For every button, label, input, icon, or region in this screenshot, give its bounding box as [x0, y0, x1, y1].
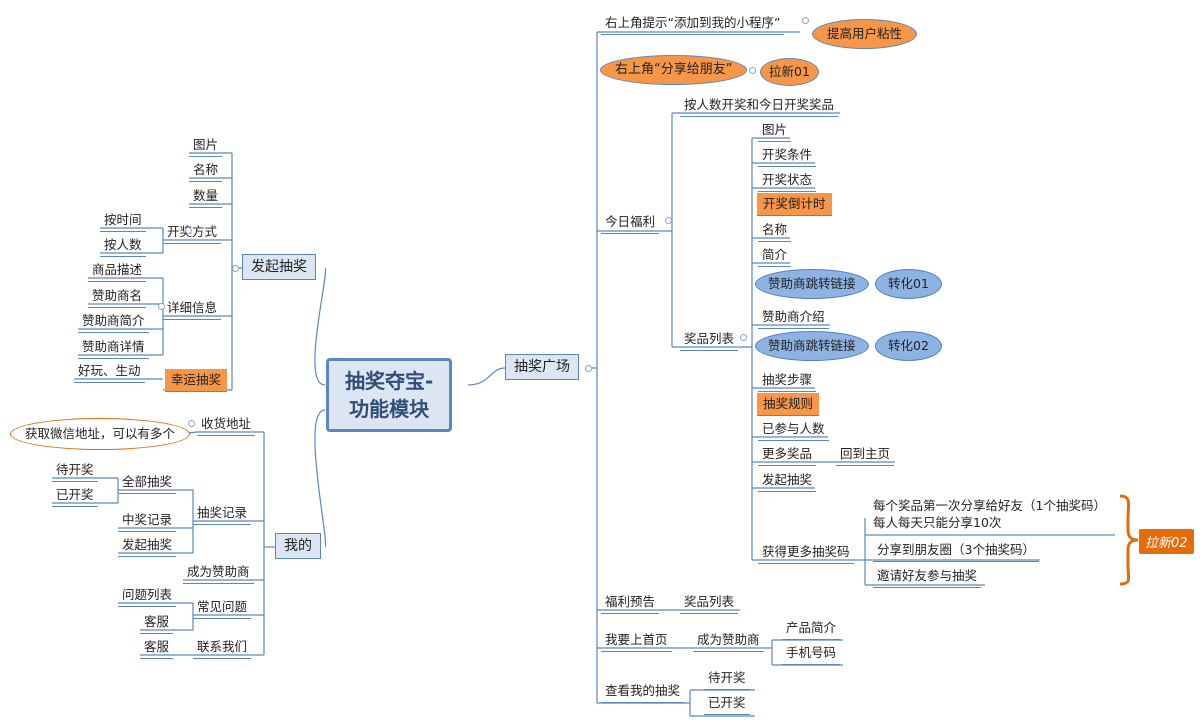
node-more-codes[interactable]: 获得更多抽奖码: [758, 542, 854, 564]
node-details[interactable]: 详细信息: [163, 298, 222, 320]
node-convert-01[interactable]: 转化01: [875, 269, 942, 299]
node-item-status[interactable]: 开奖状态: [758, 170, 817, 192]
collapse-dot[interactable]: [802, 17, 809, 24]
node-question-list[interactable]: 问题列表: [118, 585, 177, 607]
node-sponsor-link-2[interactable]: 赞助商跳转链接: [755, 331, 869, 361]
node-share-moments[interactable]: 分享到朋友圈（3个抽奖码）: [873, 540, 1039, 562]
node-initiated-lotteries[interactable]: 发起抽奖: [118, 535, 177, 557]
node-pending-draw[interactable]: 待开奖: [52, 460, 98, 482]
node-convert-02[interactable]: 转化02: [875, 331, 942, 361]
node-shipping-address[interactable]: 收货地址: [197, 414, 256, 436]
node-my-drawn[interactable]: 已开奖: [704, 693, 750, 715]
node-item-steps[interactable]: 抽奖步骤: [758, 370, 817, 392]
node-item-more-prizes[interactable]: 更多奖品: [758, 444, 817, 466]
node-item-rules[interactable]: 抽奖规则: [757, 393, 820, 416]
node-contact-service[interactable]: 客服: [140, 637, 174, 659]
node-by-count-draw[interactable]: 按人数开奖和今日开奖奖品: [680, 95, 839, 117]
node-fun[interactable]: 好玩、生动: [74, 361, 145, 383]
branch-mine[interactable]: 我的: [275, 533, 321, 559]
node-item-name[interactable]: 名称: [758, 220, 792, 242]
node-sponsor-intro[interactable]: 赞助商简介: [78, 311, 149, 333]
node-prize-list[interactable]: 奖品列表: [680, 329, 739, 351]
node-product-intro[interactable]: 产品简介: [782, 618, 841, 640]
collapse-dot[interactable]: [740, 334, 747, 341]
node-wechat-address-note[interactable]: 获取微信地址，可以有多个: [10, 418, 191, 450]
node-quantity[interactable]: 数量: [189, 186, 223, 208]
node-by-people[interactable]: 按人数: [100, 235, 146, 257]
node-lucky-draw[interactable]: 幸运抽奖: [165, 369, 228, 392]
collapse-dot[interactable]: [749, 67, 756, 74]
node-preview-prize-list[interactable]: 奖品列表: [680, 592, 739, 614]
collapse-dot[interactable]: [585, 365, 592, 372]
collapse-dot[interactable]: [185, 227, 192, 234]
node-homepage-sponsor[interactable]: 成为赞助商: [693, 630, 764, 652]
node-draw-mode[interactable]: 开奖方式: [163, 222, 222, 244]
node-phone-number[interactable]: 手机号码: [782, 643, 841, 665]
node-first-share[interactable]: 每个奖品第一次分享给好友（1个抽奖码）: [873, 498, 1106, 513]
node-name[interactable]: 名称: [189, 160, 223, 182]
node-drawn[interactable]: 已开奖: [52, 485, 98, 507]
branch-lottery-square[interactable]: 抽奖广场: [505, 354, 579, 380]
collapse-dot[interactable]: [232, 265, 239, 272]
collapse-dot[interactable]: [665, 217, 672, 224]
node-sponsor-detail[interactable]: 赞助商详情: [78, 337, 149, 359]
node-contact-us[interactable]: 联系我们: [193, 637, 252, 659]
node-welfare-preview[interactable]: 福利预告: [601, 592, 660, 614]
node-faq[interactable]: 常见问题: [193, 597, 252, 619]
node-lottery-records[interactable]: 抽奖记录: [193, 503, 252, 525]
label-acquire-02: 拉新02: [1139, 529, 1194, 554]
node-win-records[interactable]: 中奖记录: [118, 510, 177, 532]
node-become-sponsor[interactable]: 成为赞助商: [183, 562, 254, 584]
node-by-time[interactable]: 按时间: [100, 210, 146, 232]
node-product-desc[interactable]: 商品描述: [88, 260, 147, 282]
node-homepage[interactable]: 我要上首页: [601, 630, 672, 652]
node-all-lotteries[interactable]: 全部抽奖: [118, 472, 177, 494]
node-item-start-lottery[interactable]: 发起抽奖: [758, 470, 817, 492]
node-sponsor-link-1[interactable]: 赞助商跳转链接: [755, 269, 869, 299]
node-faq-service[interactable]: 客服: [140, 612, 174, 634]
node-back-home[interactable]: 回到主页: [836, 444, 895, 466]
node-add-tip[interactable]: 右上角提示“添加到我的小程序”: [601, 13, 785, 35]
node-sponsor-name[interactable]: 赞助商名: [88, 286, 147, 308]
node-item-intro[interactable]: 简介: [758, 245, 792, 267]
node-my-pending[interactable]: 待开奖: [704, 668, 750, 690]
node-my-lotteries[interactable]: 查看我的抽奖: [601, 681, 685, 703]
node-today-welfare[interactable]: 今日福利: [601, 212, 660, 234]
collapse-dot[interactable]: [188, 420, 195, 427]
root-node[interactable]: 抽奖夺宝- 功能模块: [326, 358, 453, 432]
node-item-image[interactable]: 图片: [758, 120, 792, 142]
root-title-line2: 功能模块: [349, 397, 430, 421]
root-title-line1: 抽奖夺宝-: [345, 369, 434, 393]
node-item-sponsor-intro[interactable]: 赞助商介绍: [758, 307, 829, 329]
node-image[interactable]: 图片: [189, 135, 223, 157]
branch-start-lottery[interactable]: 发起抽奖: [242, 254, 316, 280]
node-item-participants[interactable]: 已参与人数: [758, 419, 829, 441]
node-share-tip[interactable]: 右上角“分享给朋友”: [600, 55, 748, 85]
node-share-limit[interactable]: 每人每天只能分享10次: [873, 515, 1002, 530]
node-acquire-01[interactable]: 拉新01: [760, 58, 819, 86]
node-invite-friends[interactable]: 邀请好友参与抽奖: [873, 566, 982, 588]
node-item-condition[interactable]: 开奖条件: [758, 145, 817, 167]
node-item-countdown[interactable]: 开奖倒计时: [757, 193, 832, 216]
collapse-dot[interactable]: [158, 303, 165, 310]
node-retention[interactable]: 提高用户粘性: [812, 19, 918, 49]
